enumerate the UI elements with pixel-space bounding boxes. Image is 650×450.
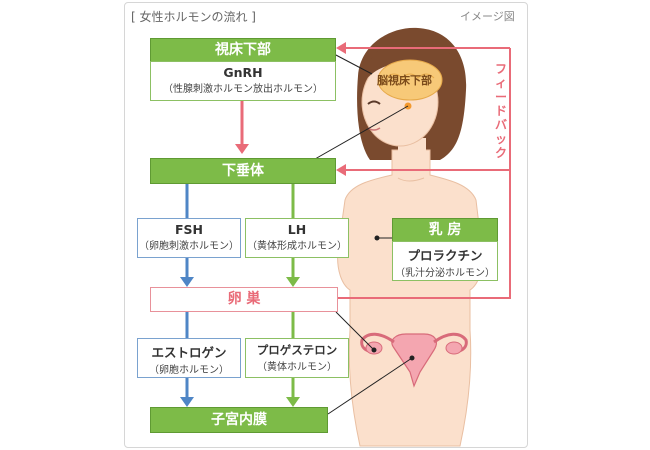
gnrh-label: GnRH	[223, 65, 263, 80]
ovary-dot	[371, 347, 377, 353]
estrogen-label: エストロゲン	[151, 345, 227, 360]
feedback-arrow-pit	[336, 164, 346, 176]
estrogen-desc: （卵胞ホルモン）	[149, 365, 229, 376]
feedback-label: フィードバック	[494, 62, 507, 160]
arrow-head-hypo-to-pit	[235, 144, 249, 154]
lh-box: LH （黄体形成ホルモン）	[245, 218, 349, 258]
arrow-head-estrogen	[180, 397, 194, 407]
estrogen-box: エストロゲン （卵胞ホルモン）	[137, 338, 241, 378]
gnrh-desc: （性腺刺激ホルモン放出ホルモン）	[163, 84, 323, 95]
progesterone-label: プロゲステロン	[256, 343, 338, 357]
diagram-title: [ 女性ホルモンの流れ ]	[131, 10, 256, 24]
leader-ovary	[335, 311, 375, 351]
uterus-dot	[409, 355, 415, 361]
gnrh-box: GnRH （性腺刺激ホルモン放出ホルモン）	[150, 61, 336, 101]
leader-endometrium	[327, 357, 413, 415]
progesterone-desc: （黄体ホルモン）	[257, 362, 337, 373]
arrow-head-fsh	[180, 277, 194, 287]
image-note: イメージ図	[460, 10, 515, 23]
fsh-desc: （卵胞刺激ホルモン）	[139, 241, 239, 252]
arrow-head-progesterone	[286, 397, 300, 407]
feedback-line-right	[338, 48, 511, 299]
lh-label: LH	[287, 222, 307, 237]
brain-folds	[385, 73, 435, 79]
prolactin-desc: （乳汁分泌ホルモン）	[395, 268, 495, 279]
lh-desc: （黄体形成ホルモン）	[247, 241, 347, 252]
endometrium-box: 子宮内膜	[150, 407, 328, 433]
pituitary-box: 下垂体	[150, 158, 336, 184]
fsh-box: FSH （卵胞刺激ホルモン）	[137, 218, 241, 258]
fsh-label: FSH	[174, 222, 203, 237]
progesterone-box: プロゲステロン （黄体ホルモン）	[245, 338, 349, 378]
leader-pituitary	[307, 105, 409, 164]
ovary-box: 卵 巣	[150, 287, 338, 312]
hypothalamus-box: 視床下部	[150, 38, 336, 62]
prolactin-label: プロラクチン	[407, 248, 483, 263]
eye-icon	[367, 100, 381, 105]
brain-label: 脳視床下部	[377, 74, 432, 87]
ovary-right-shape	[445, 341, 463, 355]
arrow-head-lh	[286, 277, 300, 287]
leader-brain	[333, 53, 373, 75]
brain-shape	[377, 59, 443, 101]
prolactin-box: プロラクチン （乳汁分泌ホルモン）	[392, 241, 498, 281]
feedback-arrow-hypo	[336, 42, 346, 54]
breast-box: 乳 房	[392, 218, 498, 242]
collarbone-line	[397, 177, 425, 182]
